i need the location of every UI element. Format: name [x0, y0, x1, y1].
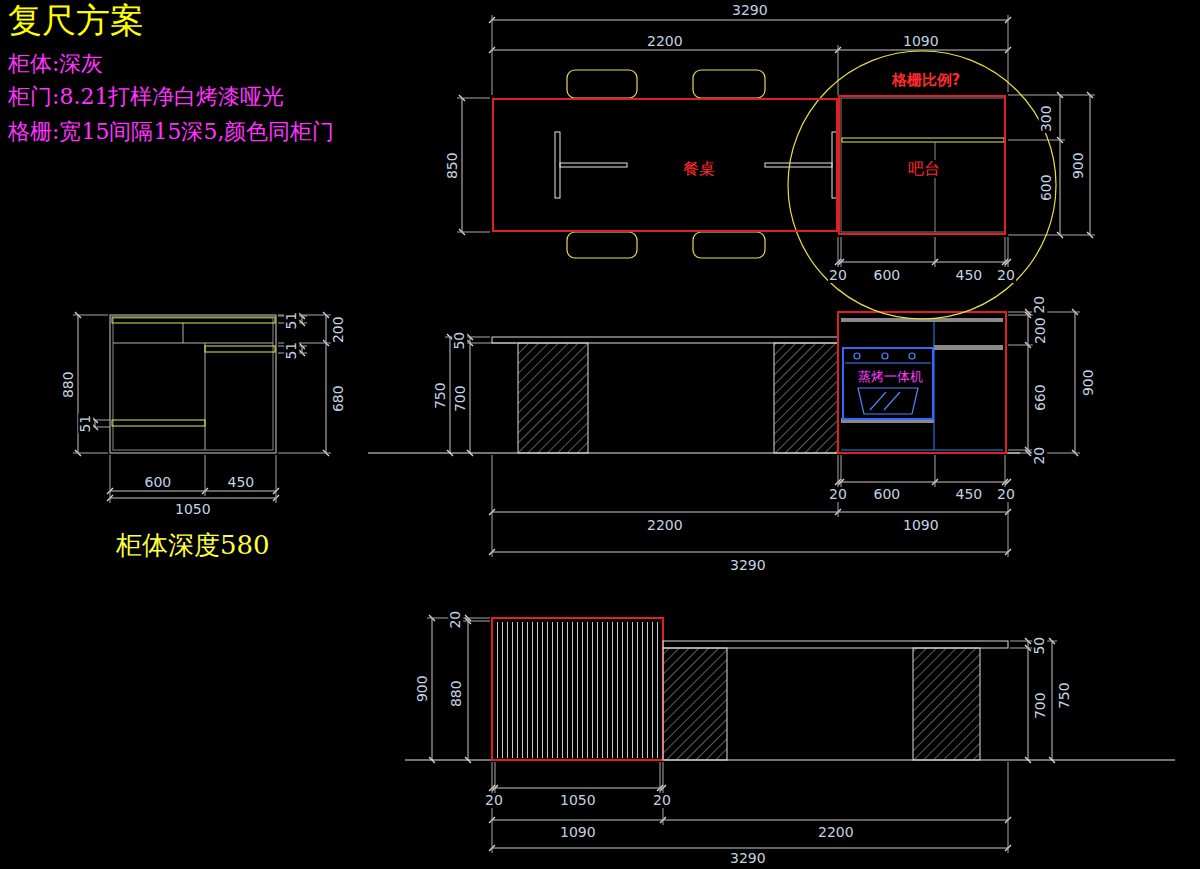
dimension-value: 750 [432, 381, 447, 410]
dimension-value: 660 [1032, 383, 1047, 412]
dimension-value: 50 [1032, 635, 1047, 655]
dining-table-box: 餐桌 [492, 98, 838, 232]
dimension-value: 20 [828, 268, 848, 283]
dimension-value: 600 [873, 268, 902, 283]
bar-counter-box: 吧台 [838, 95, 1006, 235]
dimension-value: 1050 [174, 502, 212, 517]
dimension-value: 20 [996, 268, 1016, 283]
dimension-value: 1050 [559, 793, 597, 808]
spec-note: 柜体:深灰 [8, 52, 103, 76]
dimension-value: 300 [1038, 104, 1053, 133]
dimension-value: 51 [284, 310, 299, 330]
dimension-value: 20 [652, 793, 672, 808]
dimension-value: 900 [1080, 368, 1095, 397]
dimension-lines [78, 20, 1090, 848]
dimension-value: 600 [873, 487, 902, 502]
dimension-value: 51 [78, 413, 93, 433]
dimension-value: 1090 [902, 518, 940, 533]
dimension-value: 450 [955, 487, 984, 502]
dimension-value: 200 [330, 315, 345, 344]
spec-note: 柜门:8.21打样净白烤漆哑光 [8, 85, 284, 109]
cabinet-elevation [110, 315, 276, 453]
front-elevation [492, 312, 1006, 453]
dimension-value: 2200 [646, 518, 684, 533]
depth-note: 柜体深度580 [116, 531, 270, 560]
page-title: 复尺方案 [8, 2, 144, 39]
bar-plan-details [841, 98, 1005, 232]
dimension-value: 680 [330, 384, 345, 413]
dimension-value: 900 [1070, 151, 1085, 180]
dimension-value: 600 [1038, 173, 1053, 202]
node-label: 吧台 [906, 160, 942, 178]
dimension-value: 850 [444, 151, 459, 180]
dimension-value: 2200 [646, 34, 684, 49]
side-elevation [492, 618, 1008, 760]
dimension-value: 20 [448, 609, 463, 629]
dimension-value: 20 [996, 487, 1016, 502]
dimension-value: 750 [1056, 681, 1071, 710]
dimension-value: 2200 [817, 825, 855, 840]
dimension-value: 51 [284, 340, 299, 360]
dimension-value: 3290 [729, 558, 767, 573]
dimension-value: 450 [227, 475, 256, 490]
dimension-value: 20 [828, 487, 848, 502]
dimension-value: 3290 [731, 3, 769, 18]
node-label: 蒸烤一体机 [856, 370, 925, 385]
dimension-value: 20 [1032, 445, 1047, 465]
dimension-value: 20 [1032, 294, 1047, 314]
dimension-value: 700 [452, 384, 467, 413]
dimension-value: 1090 [902, 34, 940, 49]
dimension-value: 50 [452, 330, 467, 350]
circle-outline [788, 51, 1056, 319]
dimension-value: 900 [414, 674, 429, 703]
dimension-value: 700 [1032, 691, 1047, 720]
dimension-value: 600 [144, 475, 173, 490]
dimension-value: 1090 [559, 825, 597, 840]
dimension-value: 450 [955, 268, 984, 283]
dimension-value: 3290 [729, 851, 767, 866]
node-label: 餐桌 [681, 160, 717, 178]
floor-line [368, 453, 1175, 760]
node-label: 格栅比例? [890, 72, 963, 89]
dimension-value: 880 [60, 370, 75, 399]
dimension-value: 20 [484, 793, 504, 808]
dimension-value: 200 [1032, 316, 1047, 345]
steam-oven-box: 蒸烤一体机 [842, 347, 934, 420]
spec-note: 格栅:宽15间隔15深5,颜色同柜门 [8, 120, 334, 144]
dimension-value: 880 [448, 679, 463, 708]
